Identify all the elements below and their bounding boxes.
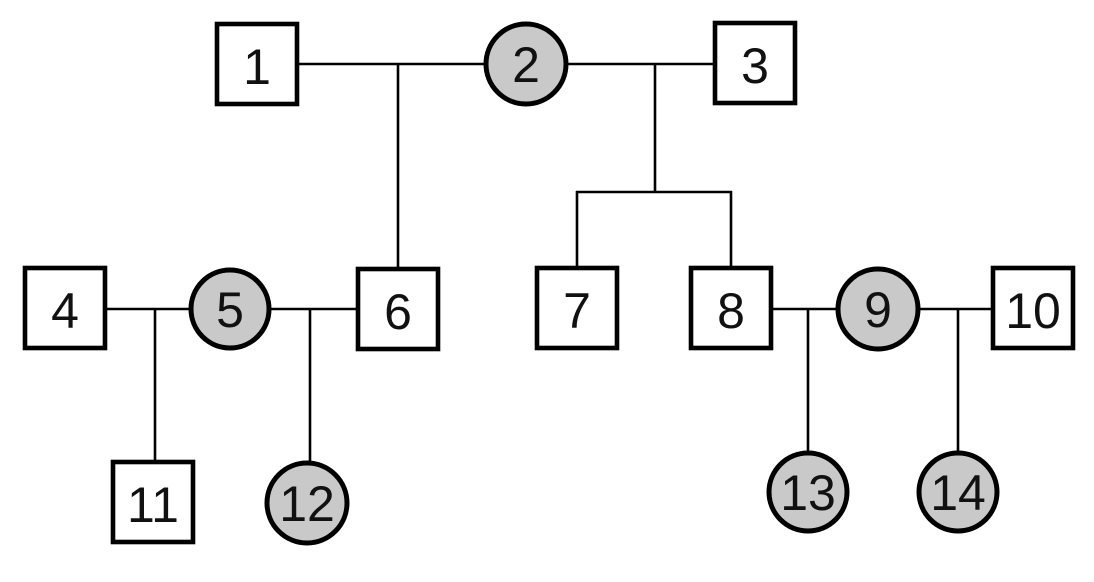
person-node-13-circle: [766, 450, 850, 534]
person-label-12: 12: [279, 476, 335, 532]
person-node-9-circle: [835, 266, 921, 352]
person-node-1-square: [214, 21, 300, 107]
person-label-8: 8: [717, 283, 745, 339]
person-node-11-square: [110, 459, 196, 545]
person-label-3: 3: [741, 38, 769, 94]
person-node-5-circle: [188, 267, 272, 351]
person-label-5: 5: [216, 282, 244, 338]
person-label-4: 4: [51, 283, 79, 339]
person-label-7: 7: [563, 283, 591, 339]
person-node-12-circle: [264, 460, 350, 546]
person-node-8-square: [688, 265, 774, 351]
person-node-7-square: [534, 265, 620, 351]
person-label-14: 14: [930, 465, 986, 521]
person-label-13: 13: [780, 465, 836, 521]
person-label-1: 1: [243, 39, 271, 95]
person-node-6-square: [355, 266, 441, 352]
person-node-10-square: [990, 265, 1076, 351]
person-label-9: 9: [864, 282, 892, 338]
person-label-10: 10: [1005, 283, 1061, 339]
person-label-11: 11: [127, 477, 179, 533]
person-label-6: 6: [384, 284, 412, 340]
person-label-2: 2: [512, 37, 540, 93]
person-node-2-circle: [483, 21, 569, 107]
person-node-4-square: [22, 265, 108, 351]
person-node-14-circle: [916, 450, 1000, 534]
person-node-3-square: [712, 20, 798, 106]
